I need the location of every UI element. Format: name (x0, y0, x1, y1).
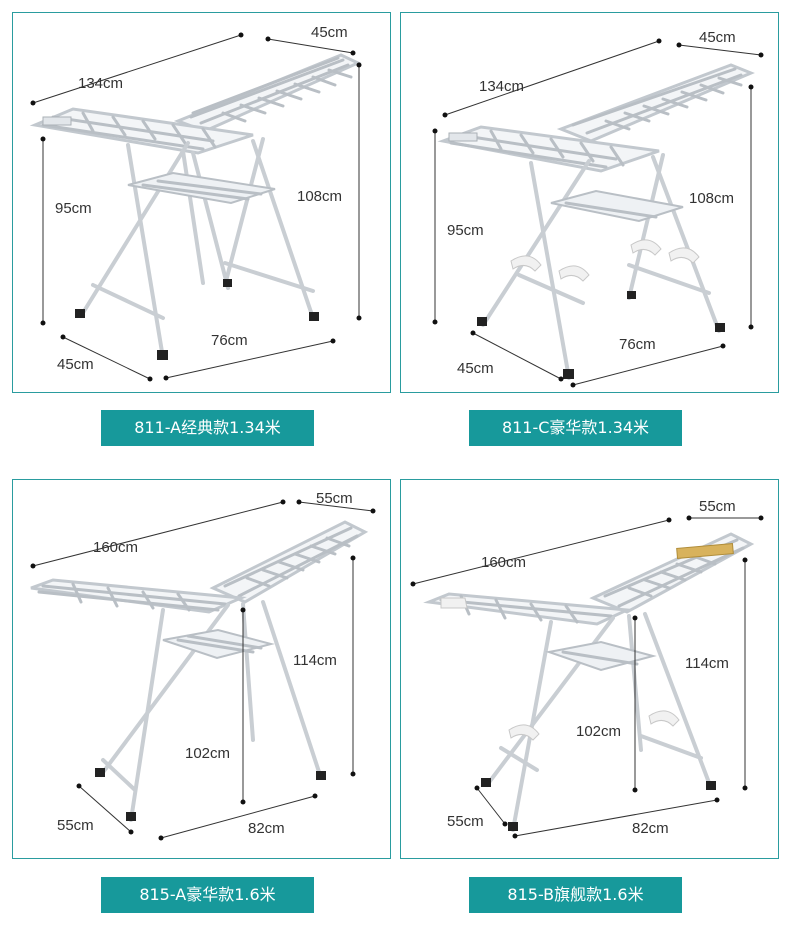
dim-base-length: 76cm (619, 336, 656, 353)
dim-width-top: 45cm (699, 29, 736, 46)
dim-length: 134cm (479, 78, 524, 95)
product-label-815a: 815-A豪华款1.6米 (101, 877, 314, 913)
dim-height-total: 114cm (293, 652, 337, 669)
dim-length: 134cm (78, 75, 123, 92)
product-panel-811a: 134cm 45cm 95cm 108cm 76cm 45cm (12, 12, 391, 393)
drying-rack-815a-image: 160cm 55cm 102cm 114cm 82cm 55cm (30, 490, 376, 841)
rack-frame (423, 532, 755, 832)
product-panel-815b: 160cm 55cm 102cm 114cm 82cm 55cm (400, 479, 779, 859)
dim-width-top: 45cm (311, 24, 348, 41)
dim-height-total: 108cm (689, 190, 734, 207)
rack-frame (437, 63, 755, 380)
product-panel-811c: 134cm 45cm 95cm 108cm 76cm 45cm (400, 12, 779, 393)
dim-base-width: 55cm (57, 817, 94, 834)
rack-frame (29, 53, 362, 360)
dim-length: 160cm (93, 539, 138, 556)
dim-base-width: 45cm (57, 356, 94, 373)
dim-height-total: 114cm (685, 655, 729, 672)
product-label-811a: 811-A经典款1.34米 (101, 410, 314, 446)
dim-height-inner: 102cm (576, 723, 621, 740)
dim-height-outer: 95cm (55, 200, 92, 217)
dim-base-length: 76cm (211, 332, 248, 349)
rack-frame (30, 520, 369, 822)
dim-base-width: 55cm (447, 813, 484, 830)
dim-width-top: 55cm (699, 498, 736, 515)
drying-rack-811c-image: 134cm 45cm 95cm 108cm 76cm 45cm (432, 29, 764, 388)
product-label-815b: 815-B旗舰款1.6米 (469, 877, 682, 913)
dim-height-outer: 95cm (447, 222, 484, 239)
drying-rack-811a-image: 134cm 45cm 95cm 108cm 76cm 45cm (29, 24, 362, 382)
dim-base-length: 82cm (248, 820, 285, 837)
dimension-lines (432, 38, 764, 388)
dimension-lines (30, 499, 376, 841)
dim-height-inner: 102cm (185, 745, 230, 762)
dim-base-length: 82cm (632, 820, 669, 837)
dim-height-total: 108cm (297, 188, 342, 205)
dim-base-width: 45cm (457, 360, 494, 377)
dim-length: 160cm (481, 554, 526, 571)
dimension-lines (410, 515, 764, 839)
product-label-811c: 811-C豪华款1.34米 (469, 410, 682, 446)
product-panel-815a: 160cm 55cm 102cm 114cm 82cm 55cm (12, 479, 391, 859)
drying-rack-815b-image: 160cm 55cm 102cm 114cm 82cm 55cm (410, 498, 764, 839)
dimension-lines (30, 32, 362, 382)
dim-width-top: 55cm (316, 490, 353, 507)
